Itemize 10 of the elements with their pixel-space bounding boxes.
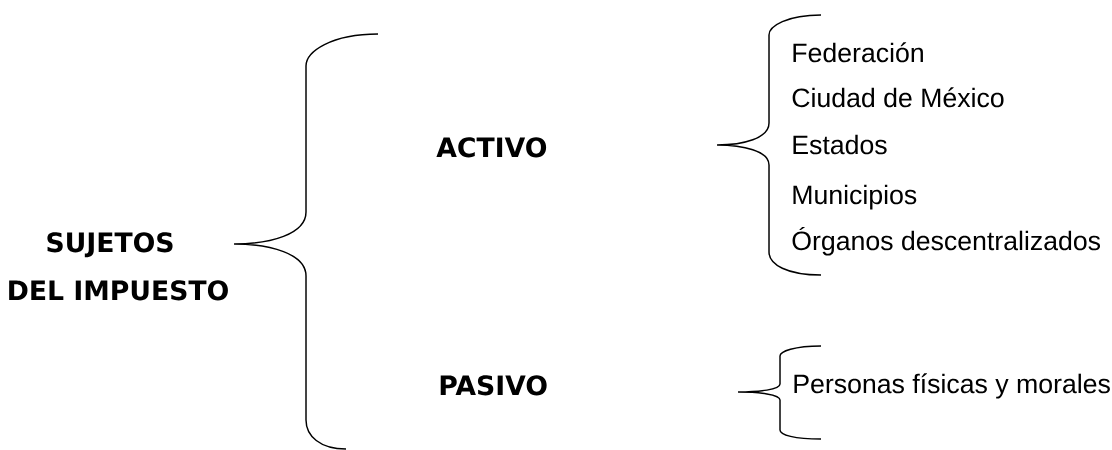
- item-label: Estados: [793, 134, 887, 155]
- heading-label: PASIVO: [440, 375, 547, 396]
- item-label: Municipios: [793, 184, 917, 210]
- item-label: Federación: [793, 42, 923, 63]
- heading-label: DEL IMPUESTO: [9, 280, 228, 301]
- item-label: Personas físicas y morales: [794, 373, 1110, 399]
- heading-label: ACTIVO: [436, 137, 547, 158]
- item-label: Ciudad de México: [792, 87, 1004, 108]
- item-label: Órganos descentralizados: [792, 226, 1101, 256]
- heading-label: SUJETOS: [47, 232, 173, 258]
